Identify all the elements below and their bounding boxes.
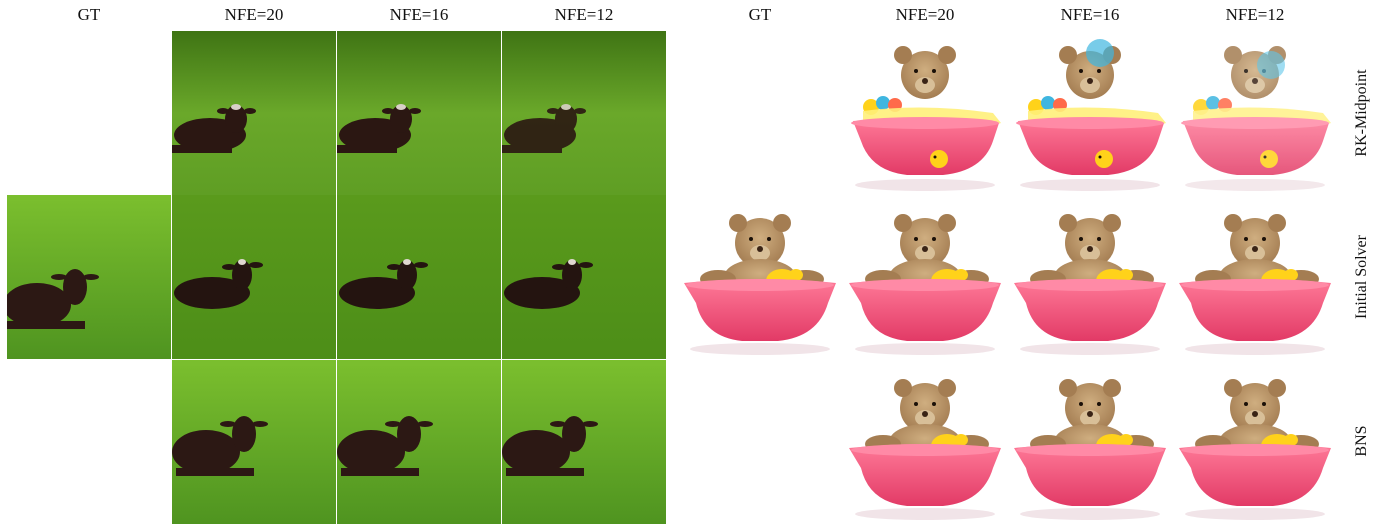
cow-initial-solver-nfe16: [337, 195, 501, 359]
header-right-nfe12: NFE=12: [1225, 5, 1285, 24]
cow-initial-solver-nfe20: [172, 195, 336, 359]
header-left-nfe16: NFE=16: [389, 5, 449, 24]
bear-bns-nfe12: [1173, 360, 1337, 524]
bear-rk-midpoint-nfe12: [1173, 31, 1337, 195]
bear-initial-solver-nfe20: [843, 195, 1007, 359]
row-label-rk-midpoint: RK-Midpoint: [1353, 69, 1370, 157]
bear-bns-nfe20: [843, 360, 1007, 524]
cow-rk-midpoint-nfe20: [172, 31, 336, 195]
bear-bns-nfe16: [1008, 360, 1172, 524]
header-left-gt: GT: [77, 5, 101, 24]
cow-rk-midpoint-nfe16: [337, 31, 501, 195]
cow-ground-truth: [7, 195, 171, 359]
cow-rk-midpoint-nfe12: [502, 31, 666, 195]
header-left-nfe20: NFE=20: [224, 5, 284, 24]
bear-ground-truth: [678, 195, 842, 359]
cow-bns-nfe16: [337, 360, 501, 524]
cow-bns-nfe20: [172, 360, 336, 524]
header-right-nfe20: NFE=20: [895, 5, 955, 24]
header-left-nfe12: NFE=12: [554, 5, 614, 24]
cow-initial-solver-nfe12: [502, 195, 666, 359]
bear-initial-solver-nfe12: [1173, 195, 1337, 359]
row-label-bns: BNS: [1353, 425, 1370, 457]
bear-rk-midpoint-nfe20: [843, 31, 1007, 195]
bear-rk-midpoint-nfe16: [1008, 31, 1172, 195]
header-right-nfe16: NFE=16: [1060, 5, 1120, 24]
bear-initial-solver-nfe16: [1008, 195, 1172, 359]
header-right-gt: GT: [748, 5, 772, 24]
row-label-initial-solver: Initial Solver: [1353, 235, 1370, 319]
cow-bns-nfe12: [502, 360, 666, 524]
